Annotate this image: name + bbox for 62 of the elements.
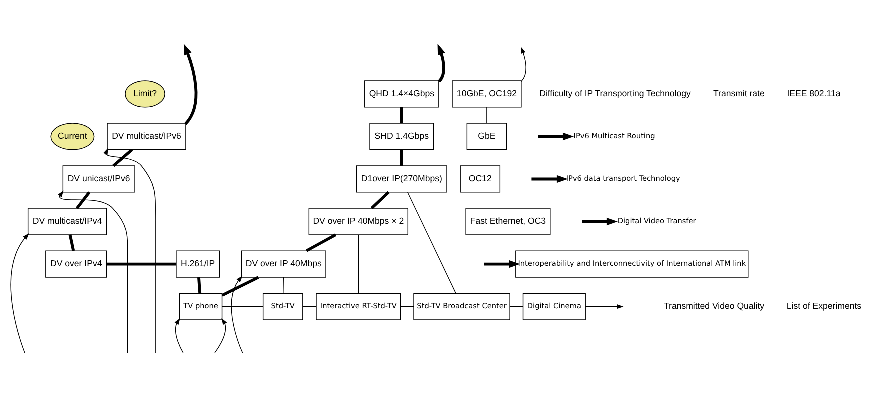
- label: Difficulty of IP Transporting Technology: [540, 88, 691, 98]
- connector: [510, 306, 524, 308]
- node-box: Std-TV Broadcast Center: [414, 293, 510, 320]
- node-box: GbE: [466, 123, 508, 150]
- arrow: [582, 218, 618, 226]
- arrow: [484, 260, 520, 268]
- connector: [400, 150, 404, 166]
- connector: [370, 191, 390, 210]
- node-box: DV multicast/IPv4: [28, 208, 108, 236]
- node-ellipse: Limit?: [125, 80, 166, 108]
- label: List of Experiments: [786, 301, 862, 312]
- arrow: [538, 132, 574, 141]
- arrow: [231, 276, 244, 354]
- arrow: [104, 148, 156, 354]
- node-box: Interoperability and Interconnectivity of International ATM link: [516, 250, 749, 278]
- arrow: [174, 318, 184, 354]
- node-box: DV multicast/IPv6: [107, 123, 186, 150]
- arrow: [532, 175, 568, 184]
- arrow: [10, 233, 30, 354]
- node-box: Fast Ethernet, OC3: [466, 208, 551, 236]
- label: IEEE 802.11a: [787, 88, 841, 98]
- arrow: [184, 44, 198, 126]
- node-box: D1over IP(270Mbps): [356, 166, 448, 193]
- connector: [306, 234, 337, 252]
- connector: [400, 306, 414, 308]
- arrow: [58, 190, 128, 354]
- node-text: Digital Video Transfer: [618, 216, 696, 226]
- node-box: DV over IP 40Mbps × 2: [308, 208, 409, 236]
- node-box: DV unicast/IPv6: [62, 166, 136, 193]
- connector: [222, 276, 260, 297]
- node-box: QHD 1.4×4Gbps: [364, 80, 440, 108]
- label: Transmit rate: [713, 88, 765, 98]
- node-box: OC12: [460, 166, 501, 193]
- connector: [106, 262, 176, 266]
- node-box: TV phone: [179, 293, 223, 320]
- arrow: [438, 44, 446, 83]
- node-box: Std-TV: [262, 293, 304, 320]
- arrow: [214, 318, 228, 354]
- connector: [68, 234, 76, 252]
- node-text: IPv6 Multicast Routing: [574, 132, 656, 141]
- node-box: SHD 1.4Gbps: [370, 123, 434, 150]
- node-box: H.261/IP: [176, 250, 220, 278]
- arrow: [585, 304, 624, 310]
- connector: [112, 148, 134, 168]
- node-box: Interactive RT-Std-TV: [316, 293, 402, 320]
- label: Transmitted Video Quality: [664, 301, 765, 312]
- connector: [302, 306, 317, 308]
- connector: [76, 192, 91, 210]
- connector: [400, 107, 404, 124]
- connector: [486, 107, 488, 124]
- node-text: IPv6 data transport Technology: [566, 174, 680, 184]
- node-box: Digital Cinema: [522, 293, 586, 320]
- connector: [198, 277, 202, 294]
- connector: [408, 192, 456, 294]
- node-box: 10GbE, OC192: [452, 80, 522, 108]
- node-box: DV over IPv4: [46, 250, 108, 278]
- connector: [358, 234, 360, 294]
- arrow: [521, 47, 526, 82]
- node-ellipse: Current: [50, 123, 95, 150]
- node-box: DV over IP 40Mbps: [241, 250, 326, 278]
- connector: [282, 277, 284, 294]
- connector: [222, 306, 264, 308]
